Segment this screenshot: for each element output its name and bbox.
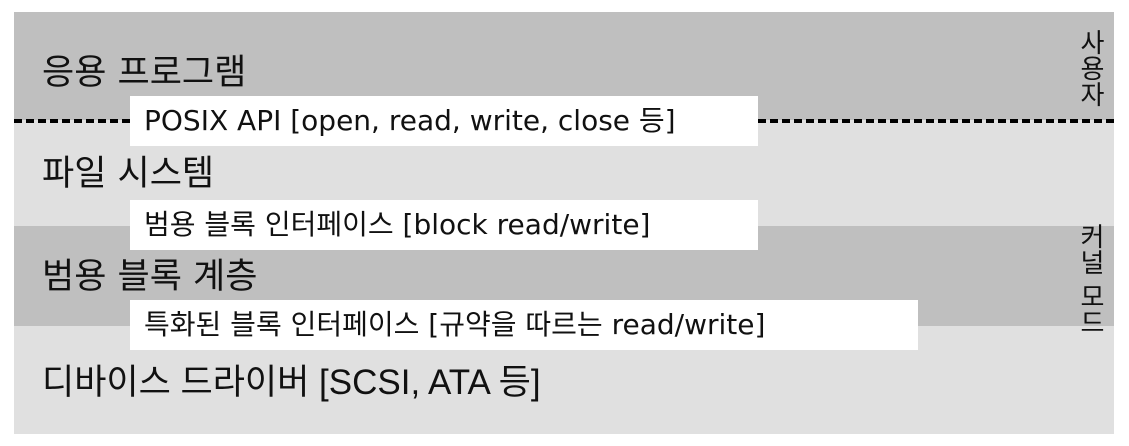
mode-label-kernel: 커널 모드 <box>1075 222 1105 336</box>
interface-specific-block: 특화된 블록 인터페이스 [규약을 따르는 read/write] <box>130 300 918 350</box>
interface-generic-block: 범용 블록 인터페이스 [block read/write] <box>130 200 758 250</box>
layer-title-device-driver: 디바이스 드라이버 [SCSI, ATA 등] <box>42 363 541 402</box>
layer-title-generic-block: 범용 블록 계층 <box>42 257 258 297</box>
interface-posix-api: POSIX API [open, read, write, close 등] <box>130 96 758 146</box>
layer-title-application: 응용 프로그램 <box>42 53 247 93</box>
layer-title-file-system: 파일 시스템 <box>42 154 215 194</box>
mode-label-user: 사용자 <box>1075 29 1105 107</box>
